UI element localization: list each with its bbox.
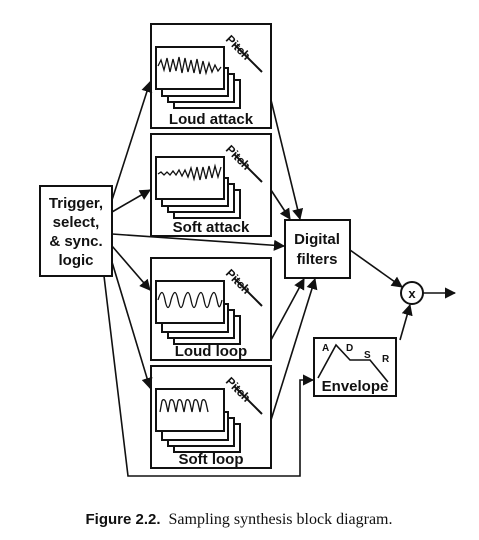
filters-line-1: Digital [294,231,340,248]
sample-label-loud-attack: Loud attack [169,111,254,128]
waveform-soft-loop [159,399,209,413]
envelope-label: Envelope [322,378,389,395]
digital-filters-block: Digital filters [284,219,351,279]
caption-figure-number: Figure 2.2. [85,511,160,528]
sample-label-soft-loop: Soft loop [179,451,244,468]
multiplier-symbol: x [408,286,416,301]
trigger-logic-block: Trigger, select, & sync. logic [39,185,113,277]
adsr-curve [317,343,389,383]
adsr-stage-s: S [364,350,371,361]
filters-line-2: filters [297,251,338,268]
sample-block-loud-attack: Pitch Loud attack [150,23,272,129]
sample-label-loud-loop: Loud loop [175,343,247,360]
trigger-line-1: Trigger, [49,195,103,212]
trigger-line-4: logic [58,252,93,269]
connection-lines [103,80,457,477]
sample-block-loud-loop: Pitch Loud loop [150,257,272,361]
figure-caption: Figure 2.2. Sampling synthesis block dia… [85,511,392,528]
adsr-stage-d: D [346,343,353,354]
waveform-soft-attack [157,163,222,182]
waveform-loud-attack [157,56,222,76]
waveform-loud-loop [157,291,223,309]
envelope-block: A D S R Envelope [313,337,397,397]
adsr-stage-r: R [382,354,390,365]
trigger-line-2: select, [53,214,100,231]
trigger-line-3: & sync. [49,233,102,250]
sample-label-soft-attack: Soft attack [173,219,250,236]
multiplier-node: x [400,281,424,305]
caption-text: Sampling synthesis block diagram. [169,511,393,528]
sample-block-soft-loop: Pitch Soft loop [150,365,272,469]
adsr-stage-a: A [322,343,329,354]
sample-block-soft-attack: Pitch Soft attack [150,133,272,237]
